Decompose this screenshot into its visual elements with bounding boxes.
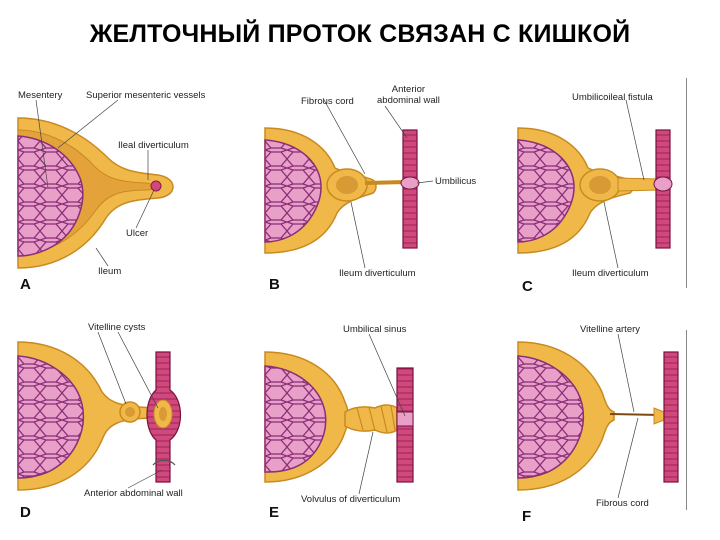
panel-letter-d: D bbox=[20, 504, 31, 521]
panel-d-illustration bbox=[17, 331, 181, 491]
panel-b-illustration bbox=[264, 97, 434, 269]
panel-a: Mesentery Superior mesenteric vessels Il… bbox=[17, 78, 253, 298]
label-ulcer: Ulcer bbox=[126, 228, 149, 239]
label-anterior-abdominal-wall: Anterior abdominal wall bbox=[377, 84, 440, 106]
panel-letter-c: C bbox=[522, 278, 533, 295]
label-umbilical-sinus: Umbilical sinus bbox=[343, 324, 407, 335]
label-vitelline-artery: Vitelline artery bbox=[580, 324, 641, 335]
label-superior-mesenteric-vessels: Superior mesenteric vessels bbox=[86, 90, 206, 101]
label-volvulus-of-diverticulum: Volvulus of diverticulum bbox=[301, 494, 401, 505]
panel-letter-f: F bbox=[522, 508, 532, 525]
panel-c-illustration bbox=[517, 99, 673, 269]
panel-letter-b: B bbox=[269, 276, 280, 293]
panel-c: Umbilicoileal fistula Ileum diverticulum… bbox=[517, 78, 720, 298]
label-vitelline-cysts: Vitelline cysts bbox=[88, 322, 146, 333]
label-umbilicus: Umbilicus bbox=[435, 176, 477, 187]
label-ileal-diverticulum: Ileal diverticulum bbox=[118, 140, 189, 151]
panel-e: Umbilical sinus Volvulus of diverticulum… bbox=[264, 312, 500, 532]
panel-f-illustration bbox=[517, 333, 679, 499]
label-ileum: Ileum bbox=[98, 266, 122, 277]
panel-e-illustration bbox=[264, 333, 414, 495]
label-fibrous-cord-f: Fibrous cord bbox=[596, 498, 649, 509]
label-ileum-diverticulum-c: Ileum diverticulum bbox=[572, 268, 649, 279]
label-mesentery: Mesentery bbox=[18, 90, 63, 101]
label-ileum-diverticulum: Ileum diverticulum bbox=[339, 268, 416, 279]
label-fibrous-cord: Fibrous cord bbox=[301, 96, 354, 107]
panel-d: Vitelline cysts Anterior abdominal wall … bbox=[17, 312, 253, 532]
panel-a-illustration bbox=[17, 99, 174, 269]
page-title: ЖЕЛТОЧНЫЙ ПРОТОК СВЯЗАН С КИШКОЙ bbox=[89, 20, 631, 48]
panel-letter-a: A bbox=[20, 276, 31, 293]
right-edge-line-top bbox=[686, 78, 687, 288]
panel-f: Vitelline artery Fibrous cord F bbox=[517, 312, 720, 532]
panel-letter-e: E bbox=[269, 504, 280, 521]
right-edge-line-bottom bbox=[686, 330, 687, 510]
label-anterior-abdominal-wall-d: Anterior abdominal wall bbox=[84, 488, 183, 499]
panel-b: Fibrous cord Anterior abdominal wall Umb… bbox=[264, 78, 500, 298]
label-umbilicoileal-fistula: Umbilicoileal fistula bbox=[572, 92, 653, 103]
